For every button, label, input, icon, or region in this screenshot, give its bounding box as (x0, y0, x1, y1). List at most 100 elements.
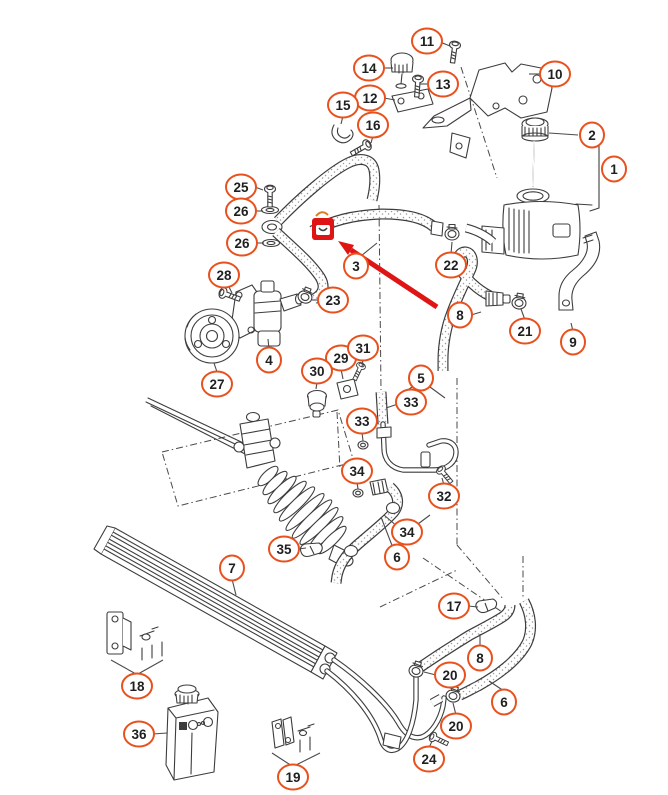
cooler-pipes-drawing (324, 657, 447, 754)
svg-text:6: 6 (500, 695, 508, 710)
callout-11[interactable]: 11 (411, 27, 451, 55)
callout-9[interactable]: 9 (560, 322, 586, 356)
banjo-fitting-drawing (260, 205, 283, 248)
pipe-clip-drawing (299, 542, 323, 558)
svg-text:11: 11 (420, 34, 435, 49)
svg-text:18: 18 (129, 679, 145, 694)
svg-text:20: 20 (448, 719, 463, 734)
callout-27[interactable]: 27 (201, 362, 233, 398)
svg-text:20: 20 (442, 668, 457, 683)
svg-text:32: 32 (436, 489, 451, 504)
callout-8[interactable]: 8 (467, 634, 493, 672)
union-nut-drawing (306, 389, 328, 418)
callout-33[interactable]: 33 (385, 388, 427, 416)
callout-1[interactable]: 1 (601, 155, 627, 183)
pump-drawing (230, 280, 304, 347)
callout-4[interactable]: 4 (256, 338, 282, 374)
fluid-bottle-drawing (165, 684, 219, 781)
callout-36[interactable]: 36 (123, 720, 168, 748)
svg-text:16: 16 (365, 118, 381, 133)
svg-text:12: 12 (362, 91, 377, 106)
cooler-bracket-drawing (106, 611, 163, 661)
callout-26[interactable]: 26 (226, 229, 264, 257)
callout-26[interactable]: 26 (225, 197, 263, 225)
callouts-layer: 1234566788910111213141516171819202021222… (110, 27, 627, 791)
pressure-hose-bottom-drawing (412, 604, 516, 675)
svg-text:3: 3 (352, 259, 360, 274)
callout-20[interactable]: 20 (440, 702, 472, 740)
callout-13[interactable]: 13 (420, 70, 459, 98)
svg-text:13: 13 (435, 77, 451, 92)
svg-text:35: 35 (276, 542, 292, 557)
svg-text:10: 10 (547, 67, 562, 82)
svg-text:27: 27 (209, 377, 224, 392)
mounting-bracket-drawing (422, 62, 553, 159)
callout-14[interactable]: 14 (353, 54, 393, 82)
svg-text:33: 33 (354, 414, 370, 429)
svg-text:8: 8 (456, 308, 464, 323)
callout-10[interactable]: 10 (529, 60, 571, 88)
pipe-bracket-drawing (271, 716, 315, 753)
callout-8[interactable]: 8 (447, 301, 482, 329)
svg-text:21: 21 (517, 324, 533, 339)
svg-text:30: 30 (309, 364, 324, 379)
callout-2[interactable]: 2 (548, 121, 605, 149)
callout-6[interactable]: 6 (488, 680, 517, 716)
callout-35[interactable]: 35 (268, 535, 307, 563)
callout-7[interactable]: 7 (219, 554, 245, 596)
svg-text:24: 24 (421, 752, 437, 767)
pressure-pipe-drawing (369, 391, 459, 496)
callout-24[interactable]: 24 (413, 740, 445, 773)
callout-25[interactable]: 25 (225, 173, 264, 201)
callout-21[interactable]: 21 (509, 308, 541, 345)
callout-18[interactable]: 18 (110, 659, 164, 700)
svg-text:8: 8 (476, 651, 484, 666)
callout-34[interactable]: 34 (383, 514, 431, 546)
sensor-cap-drawing (390, 52, 414, 89)
callout-17[interactable]: 17 (438, 592, 479, 620)
callout-28[interactable]: 28 (208, 261, 240, 294)
callout-23[interactable]: 23 (312, 286, 349, 314)
reservoir-cap-drawing (521, 117, 549, 187)
svg-text:34: 34 (349, 464, 365, 479)
callout-16[interactable]: 16 (357, 111, 389, 144)
svg-text:29: 29 (333, 351, 348, 366)
callout-3[interactable]: 3 (343, 242, 378, 280)
callout-12[interactable]: 12 (354, 84, 396, 112)
callout-6[interactable]: 6 (380, 516, 410, 571)
callout-32[interactable]: 32 (428, 477, 460, 510)
svg-text:23: 23 (325, 293, 341, 308)
return-hose-mid-drawing (330, 482, 403, 584)
svg-text:31: 31 (355, 341, 371, 356)
callout-15[interactable]: 15 (327, 91, 359, 125)
support-bracket-drawing (558, 231, 601, 311)
spring-clip-drawing (331, 124, 354, 144)
callout-22[interactable]: 22 (435, 241, 467, 279)
svg-text:26: 26 (234, 236, 250, 251)
svg-text:6: 6 (393, 550, 401, 565)
svg-text:15: 15 (335, 98, 351, 113)
svg-text:5: 5 (417, 371, 425, 386)
svg-text:34: 34 (399, 525, 415, 540)
svg-text:4: 4 (265, 353, 273, 368)
callout-31[interactable]: 31 (347, 334, 379, 368)
callout-20[interactable]: 20 (423, 661, 466, 689)
retainer-plate-drawing (391, 88, 434, 113)
callout-34[interactable]: 34 (341, 457, 373, 490)
callout-19[interactable]: 19 (271, 752, 321, 791)
svg-text:19: 19 (285, 770, 300, 785)
svg-text:28: 28 (216, 268, 232, 283)
svg-text:14: 14 (361, 61, 377, 76)
return-hose-bottom-drawing (429, 598, 537, 707)
svg-text:17: 17 (446, 599, 461, 614)
svg-text:33: 33 (403, 395, 419, 410)
steering-rack-drawing (145, 397, 354, 567)
callout-30[interactable]: 30 (301, 357, 333, 390)
callout-33[interactable]: 33 (346, 407, 378, 442)
svg-text:22: 22 (443, 258, 458, 273)
fluid-cooler-drawing (93, 525, 338, 680)
svg-text:1: 1 (610, 162, 618, 177)
svg-text:26: 26 (233, 204, 249, 219)
